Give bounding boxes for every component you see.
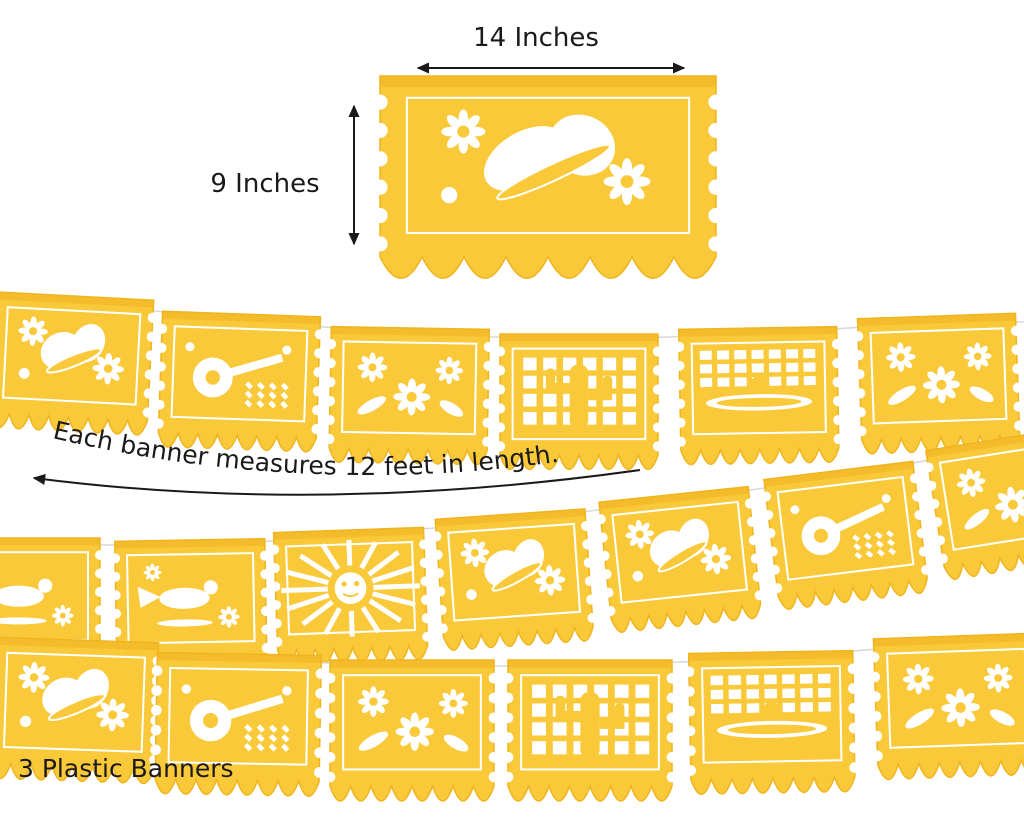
length-arrow (32, 469, 641, 496)
banner-panel-flowers (324, 659, 500, 802)
banner-row-middle (0, 426, 1024, 674)
banner-panel-guitar (149, 651, 327, 798)
banner-panel-flowers (923, 426, 1024, 581)
banner-row-top (0, 291, 1024, 471)
banner-panel-sun (269, 526, 433, 665)
dimension-annotations: 14 Inches 9 Inches (210, 23, 686, 246)
featured-banner-panel (372, 75, 724, 279)
banner-panel-sombrero (673, 325, 844, 466)
featured-panel-butterfly (372, 75, 724, 279)
banner-panel-cactus (494, 333, 664, 471)
banner-panel-cactus (502, 659, 678, 802)
width-label: 14 Inches (473, 23, 599, 53)
banner-panel-flowers (853, 312, 1024, 455)
banner-panel-butterfly (431, 508, 598, 651)
banner-panel-butterfly (0, 636, 164, 785)
banner-panel-sombrero (683, 649, 861, 796)
banner-panel-flowers (868, 632, 1024, 781)
banner-panel-guitar (153, 310, 325, 453)
quantity-caption: 3 Plastic Banners (18, 754, 234, 783)
banner-row-bottom (0, 632, 1024, 802)
height-label: 9 Inches (210, 169, 319, 199)
banner-panel-flowers (324, 325, 495, 466)
banner-panel-bird (0, 537, 105, 671)
banner-panel-butterfly (595, 485, 765, 634)
banner-panel-butterfly (0, 291, 158, 436)
banner-panel-guitar (761, 460, 932, 611)
banner-panel-bird (110, 537, 272, 674)
